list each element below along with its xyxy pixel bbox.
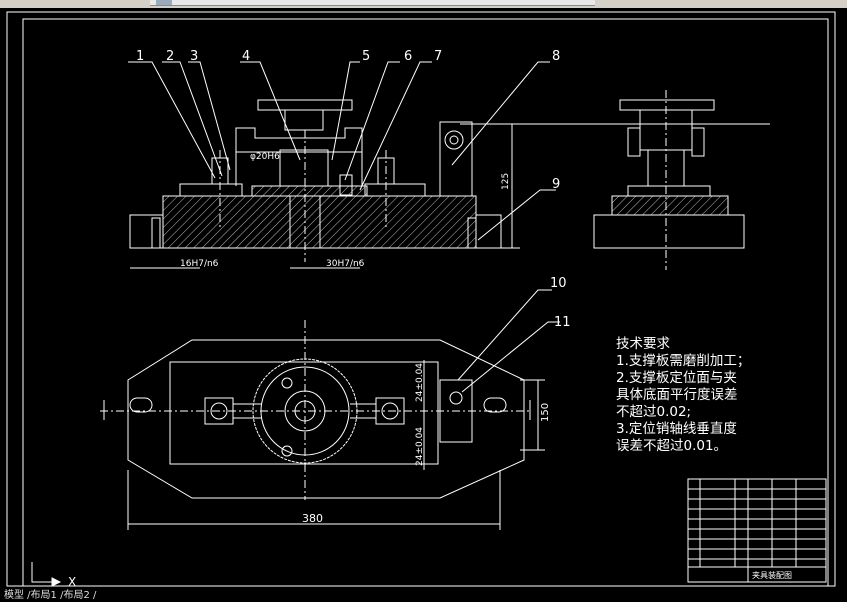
dim-pin-left: 16H7/n6 xyxy=(180,259,219,269)
part-label-5: 5 xyxy=(362,49,370,64)
tech-req-line: 误差不超过0.01。 xyxy=(616,438,728,454)
part-label-4: 4 xyxy=(242,49,250,64)
locating-post xyxy=(439,121,473,197)
dim-front-hole: φ20H6 xyxy=(250,152,280,162)
part-leaders xyxy=(128,61,560,393)
drawing-frame xyxy=(6,11,836,587)
part-label-7: 7 xyxy=(434,49,442,64)
dim-tol-upper: 24±0.04 xyxy=(415,363,425,402)
window-top-bar xyxy=(0,0,847,8)
dim-tol-lower: 24±0.04 xyxy=(415,427,425,466)
technical-requirements: 技术要求 1.支撑板需磨削加工； 2.支撑板定位面与夹 具体底面平行度误差 不超… xyxy=(616,336,750,455)
dim-height: 125 xyxy=(501,173,511,190)
ucs-x-label: X xyxy=(68,575,76,588)
part-label-2: 2 xyxy=(166,49,174,64)
tech-req-line: 1.支撑板需磨削加工； xyxy=(616,353,751,369)
base-outline xyxy=(127,339,525,499)
toolbar-strip xyxy=(150,0,595,6)
part-label-8: 8 xyxy=(552,49,560,64)
workpiece-top xyxy=(257,99,353,111)
tech-req-line: 2.支撑板定位面与夹 xyxy=(616,370,737,386)
bridge-clamp xyxy=(235,127,363,186)
part-label-10: 10 xyxy=(550,276,567,291)
layout-tabs-bar[interactable]: 模型 /布局1 /布局2 / xyxy=(0,590,847,602)
side-view xyxy=(593,90,745,270)
part-label-11: 11 xyxy=(554,315,571,330)
part-numbers: 1 2 3 4 5 6 7 8 9 10 11 xyxy=(136,49,571,330)
ucs-icon: X xyxy=(31,562,76,588)
tech-req-line: 3.定位销轴线垂直度 xyxy=(616,421,737,437)
support-plate-left xyxy=(179,183,243,197)
top-view: 380 150 24±0.04 24±0.04 xyxy=(100,320,551,530)
tech-req-line: 不超过0.02; xyxy=(616,404,692,420)
part-label-3: 3 xyxy=(190,49,198,64)
base-flange-left xyxy=(129,214,164,249)
support-plate-right xyxy=(364,183,426,197)
tech-req-line: 具体底面平行度误差 xyxy=(616,387,738,403)
part-label-6: 6 xyxy=(404,49,412,64)
title-block: 夹具装配图 xyxy=(687,478,827,583)
front-view: φ20H6 16H7/n6 30H7/n6 125 xyxy=(129,99,770,269)
part-label-1: 1 xyxy=(136,49,144,64)
title-block-name: 夹具装配图 xyxy=(752,570,792,580)
dim-overall-width: 150 xyxy=(540,403,551,422)
toolbar-icon[interactable] xyxy=(156,0,172,5)
dim-overall-length: 380 xyxy=(302,512,323,525)
tech-req-heading: 技术要求 xyxy=(616,336,670,352)
drawing-canvas[interactable]: φ20H6 16H7/n6 30H7/n6 125 xyxy=(0,8,847,588)
part-label-9: 9 xyxy=(552,177,560,192)
layout-tabs-text[interactable]: 模型 /布局1 /布局2 / xyxy=(4,590,97,601)
dim-pin-center: 30H7/n6 xyxy=(326,259,365,269)
